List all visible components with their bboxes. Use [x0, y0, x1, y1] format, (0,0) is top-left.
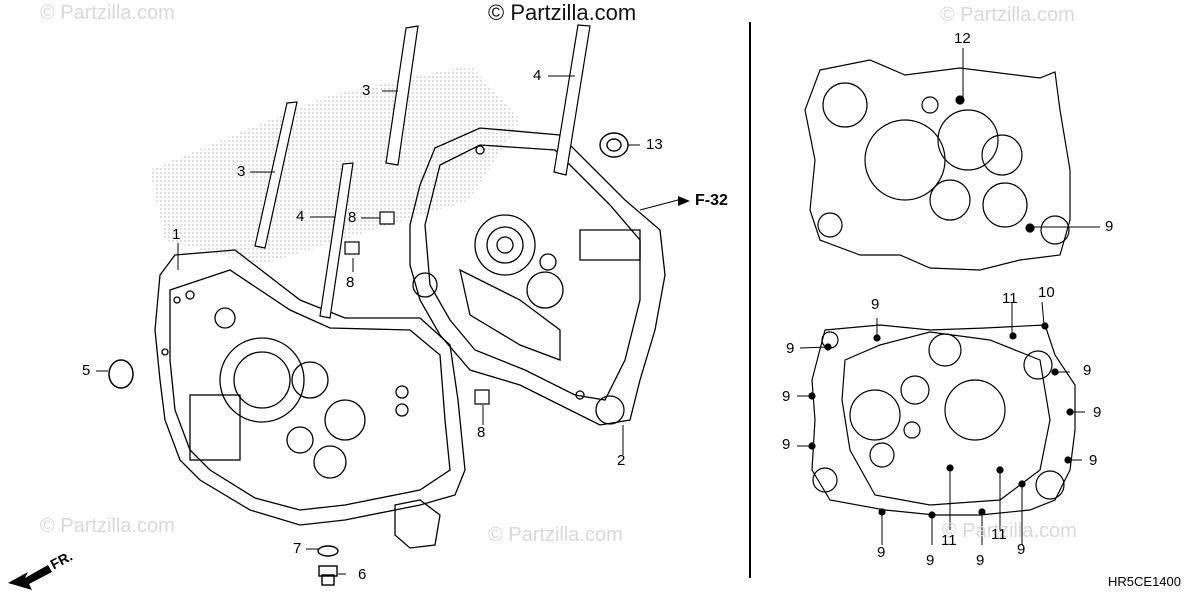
- callout-4[interactable]: 4: [296, 208, 305, 225]
- callout-9[interactable]: 9: [871, 296, 880, 313]
- crankcase-lower-view: [808, 322, 1076, 519]
- callout-8[interactable]: 8: [348, 209, 357, 226]
- callout-5[interactable]: 5: [82, 362, 91, 379]
- callout-11[interactable]: 11: [941, 532, 957, 549]
- washer-7[interactable]: [317, 545, 339, 557]
- callout-9[interactable]: 9: [926, 552, 935, 569]
- dowel-pins[interactable]: [344, 211, 490, 405]
- callout-11[interactable]: 11: [991, 526, 1007, 543]
- oil-seal-13[interactable]: [599, 132, 629, 158]
- left-crankcase-half[interactable]: [154, 249, 466, 549]
- watermark: © Partzilla.com: [942, 520, 1077, 542]
- callout-9[interactable]: 9: [1083, 362, 1092, 379]
- callout-12[interactable]: 12: [954, 30, 971, 47]
- callout-6[interactable]: 6: [358, 566, 367, 583]
- panel-divider: [749, 22, 751, 578]
- callout-9[interactable]: 9: [976, 552, 985, 569]
- leader-lines: [96, 48, 1100, 575]
- callout-9[interactable]: 9: [1105, 218, 1114, 235]
- callout-4[interactable]: 4: [533, 67, 542, 84]
- watermark: © Partzilla.com: [40, 2, 175, 24]
- callout-9[interactable]: 9: [782, 436, 791, 453]
- callout-3[interactable]: 3: [362, 82, 371, 99]
- callout-7[interactable]: 7: [293, 540, 302, 557]
- reference-arrow: [678, 196, 690, 206]
- watermark: © Partzilla.com: [940, 4, 1075, 26]
- diagram-code: HR5CE1400: [1108, 574, 1181, 589]
- callout-3[interactable]: 3: [237, 163, 246, 180]
- callout-11[interactable]: 11: [1002, 290, 1018, 307]
- callout-8[interactable]: 8: [346, 274, 355, 291]
- callout-10[interactable]: 10: [1038, 284, 1055, 301]
- o-ring-5[interactable]: [108, 359, 134, 389]
- front-direction-arrow: [8, 565, 52, 590]
- callout-9[interactable]: 9: [1089, 452, 1098, 469]
- callout-2[interactable]: 2: [617, 452, 626, 469]
- crankcase-upper-view: [804, 59, 1071, 271]
- stipple-shade: [150, 65, 520, 265]
- stud-bolts[interactable]: [254, 24, 591, 319]
- watermark: © Partzilla.com: [488, 524, 623, 546]
- drain-bolt-6[interactable]: [318, 565, 338, 586]
- right-crankcase-half[interactable]: [409, 127, 666, 426]
- callout-9[interactable]: 9: [786, 340, 795, 357]
- callout-9[interactable]: 9: [782, 388, 791, 405]
- callout-1[interactable]: 1: [172, 226, 181, 243]
- watermark-main: © Partzilla.com: [488, 0, 637, 25]
- callout-13[interactable]: 13: [646, 136, 663, 153]
- watermark: © Partzilla.com: [40, 515, 175, 537]
- callout-8[interactable]: 8: [477, 424, 486, 441]
- reference-label[interactable]: F-32: [695, 192, 728, 209]
- callout-9[interactable]: 9: [1093, 404, 1102, 421]
- callout-9[interactable]: 9: [877, 544, 886, 561]
- callout-9[interactable]: 9: [1017, 541, 1026, 558]
